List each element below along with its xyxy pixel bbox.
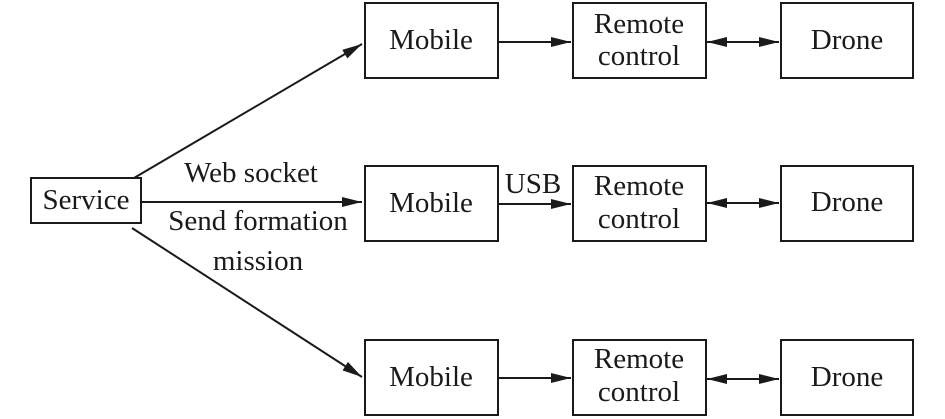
label-usb: USB [505,168,561,200]
mobile-label: Mobile [389,187,473,219]
edge-service-to-mobile-bottom [131,227,363,378]
remote-control-node-bottom: Remote control [572,339,707,416]
mobile-label: Mobile [389,361,473,393]
remote-control-label-line1: Remote [594,343,684,375]
remote-control-node-top: Remote control [572,2,707,79]
remote-control-label-line1: Remote [594,170,684,202]
remote-control-label-line2: control [598,376,680,408]
mobile-node-middle: Mobile [364,165,499,242]
drone-label: Drone [811,361,883,393]
drone-label: Drone [811,24,883,56]
edge-service-to-mobile-top [133,43,363,179]
label-send-formation: Send formation [168,205,348,237]
drone-label: Drone [811,186,883,218]
mobile-label: Mobile [389,24,473,56]
remote-control-label-line1: Remote [594,8,684,40]
mobile-node-bottom: Mobile [364,339,499,416]
service-node: Service [30,177,142,224]
remote-control-node-middle: Remote control [572,165,707,242]
label-web-socket: Web socket [184,157,318,189]
drone-node-top: Drone [780,2,914,79]
label-mission: mission [213,245,304,277]
drone-node-middle: Drone [780,165,914,242]
remote-control-label-line2: control [598,40,680,72]
service-label: Service [43,184,130,216]
remote-control-label-line2: control [598,203,680,235]
drone-node-bottom: Drone [780,339,914,416]
mobile-node-top: Mobile [364,2,499,79]
